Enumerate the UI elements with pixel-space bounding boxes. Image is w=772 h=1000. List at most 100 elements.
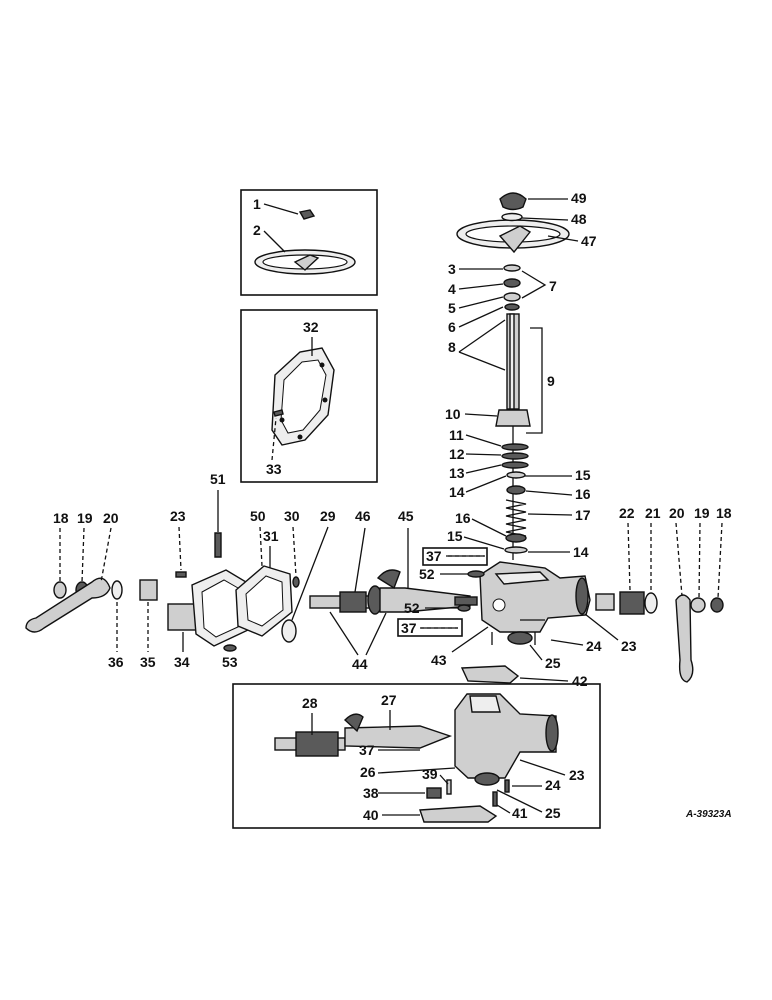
pin-52-lower <box>457 604 471 612</box>
drawing-code: A-39323A <box>685 809 732 820</box>
bolt-51 <box>214 532 222 558</box>
callout-45: 45 <box>398 508 414 524</box>
alt-pin-24 <box>504 779 510 793</box>
inset-box-steering-wheel <box>240 189 378 296</box>
alt-pin-41 <box>492 791 498 807</box>
callout-15: 15 <box>575 467 591 483</box>
callout-8: 8 <box>448 339 456 355</box>
callout-39: 39 <box>422 766 438 782</box>
callout-25b: 25 <box>545 805 561 821</box>
side-cover <box>167 569 249 647</box>
callout-24b: 24 <box>545 777 561 793</box>
callout-24a: 24 <box>586 638 602 654</box>
o-ring-29 <box>281 619 297 643</box>
worm-shaft-assembly <box>309 569 478 615</box>
callout-14b: 14 <box>573 544 589 560</box>
callout-37a: 37 <box>426 548 442 564</box>
steering-gear-housing <box>479 561 591 645</box>
callout-40: 40 <box>363 807 379 823</box>
callout-20R: 20 <box>669 505 685 521</box>
cover-gasket <box>271 347 335 446</box>
callout-23c: 23 <box>569 767 585 783</box>
alt-housing <box>454 693 559 779</box>
key-33-part <box>273 409 284 417</box>
callout-15b: 15 <box>447 528 463 544</box>
callout-48: 48 <box>571 211 587 227</box>
callout-26: 26 <box>360 764 376 780</box>
callout-52a: 52 <box>419 566 435 582</box>
alt-plate-25 <box>474 772 500 786</box>
inset-box-alternate-housing <box>232 683 601 829</box>
callout-27: 27 <box>381 692 397 708</box>
callout-6: 6 <box>448 319 456 335</box>
callout-18L: 18 <box>53 510 69 526</box>
box-37-lower <box>397 618 463 637</box>
callout-41: 41 <box>512 805 528 821</box>
callout-30: 30 <box>284 508 300 524</box>
steering-shaft-tube <box>495 313 531 560</box>
callout-47: 47 <box>581 233 597 249</box>
callout-20L: 20 <box>103 510 119 526</box>
callout-labels: 1 2 32 33 49 48 47 3 4 5 6 7 8 9 10 11 1… <box>53 190 732 823</box>
callout-36: 36 <box>108 654 124 670</box>
callout-17: 17 <box>575 507 591 523</box>
callout-53: 53 <box>222 654 238 670</box>
callout-49: 49 <box>571 190 587 206</box>
callout-2: 2 <box>253 222 261 238</box>
callout-19R: 19 <box>694 505 710 521</box>
callout-43: 43 <box>431 652 447 668</box>
cap-washer <box>501 212 523 222</box>
callout-9: 9 <box>547 373 555 389</box>
inset-box-cover-gasket <box>240 309 378 483</box>
box-37-upper <box>422 547 488 566</box>
callout-1: 1 <box>253 196 261 212</box>
callout-33: 33 <box>266 461 282 477</box>
cover-gasket-50 <box>235 565 293 637</box>
steering-arm-42 <box>460 665 520 684</box>
callout-23b: 23 <box>621 638 637 654</box>
callout-16b: 16 <box>455 510 471 526</box>
callout-11: 11 <box>449 427 464 443</box>
alt-worm-shaft <box>274 713 453 757</box>
steering-wheel <box>456 219 570 254</box>
callout-32: 32 <box>303 319 319 335</box>
callout-16: 16 <box>575 486 591 502</box>
callout-52b: 52 <box>404 600 420 616</box>
callout-23a: 23 <box>170 508 186 524</box>
callout-37c: 37 <box>359 742 375 758</box>
callout-3: 3 <box>448 261 456 277</box>
callout-19L: 19 <box>77 510 93 526</box>
callout-14: 14 <box>449 484 465 500</box>
callout-42: 42 <box>572 673 588 689</box>
callout-22: 22 <box>619 505 635 521</box>
callout-18R: 18 <box>716 505 732 521</box>
alt-steering-wheel <box>254 209 356 275</box>
key-23-part <box>175 571 187 578</box>
callout-35: 35 <box>140 654 156 670</box>
column-small-parts <box>503 264 521 311</box>
callout-10: 10 <box>445 406 461 422</box>
callout-29: 29 <box>320 508 336 524</box>
alt-pin-39 <box>446 779 452 795</box>
pitman-arm-left <box>25 577 111 633</box>
plug-30 <box>292 576 300 588</box>
alt-block-38 <box>426 787 442 799</box>
callout-4: 4 <box>448 281 456 297</box>
callout-34: 34 <box>174 654 190 670</box>
callout-13: 13 <box>449 465 465 481</box>
callout-28: 28 <box>302 695 318 711</box>
callout-12: 12 <box>449 446 465 462</box>
pin-25-plate <box>507 631 533 645</box>
callout-37b: 37 <box>401 620 417 636</box>
horn-cap <box>499 192 527 211</box>
callout-31: 31 <box>263 528 279 544</box>
callout-44: 44 <box>352 656 368 672</box>
callout-38: 38 <box>363 785 379 801</box>
callout-51: 51 <box>210 471 226 487</box>
callout-46: 46 <box>355 508 371 524</box>
alt-arm-40 <box>419 805 498 823</box>
right-side-bushings <box>595 591 724 615</box>
callout-25a: 25 <box>545 655 561 671</box>
pin-52-upper <box>467 570 485 578</box>
